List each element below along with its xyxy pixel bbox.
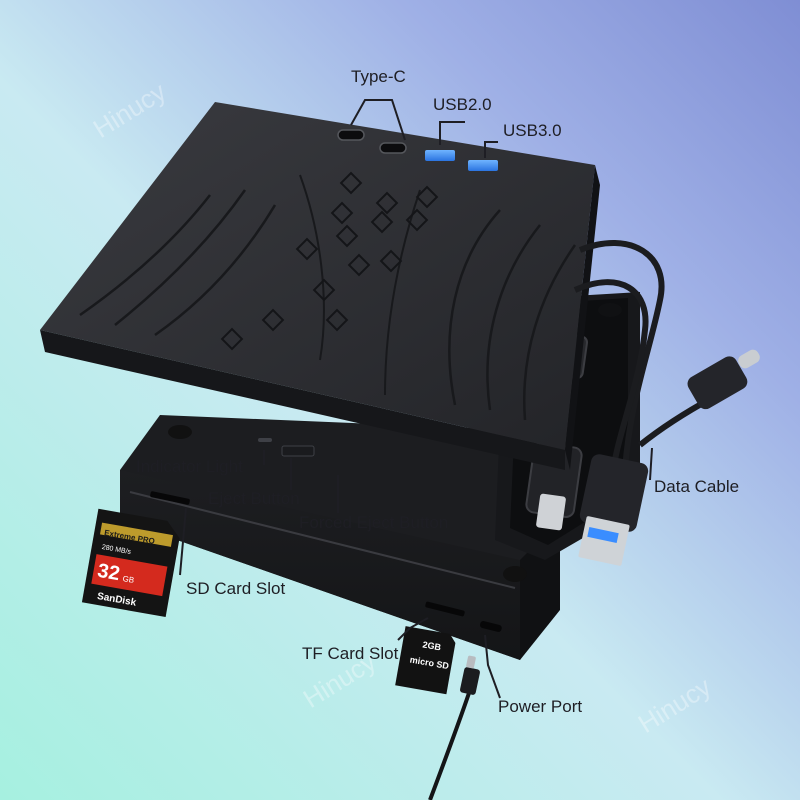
label-usb2: USB2.0 bbox=[433, 95, 492, 114]
callout-lines bbox=[179, 99, 653, 699]
micro-sd-card bbox=[395, 626, 456, 695]
label-type-c: Type-C bbox=[351, 67, 406, 86]
power-port bbox=[479, 621, 502, 632]
type-c-port-1 bbox=[337, 129, 365, 141]
label-power-port: Power Port bbox=[498, 697, 583, 716]
label-usb3: USB3.0 bbox=[503, 121, 562, 140]
usb-a-connector bbox=[579, 454, 649, 532]
sd-card-unit: GB bbox=[122, 574, 135, 585]
tf-card-slot bbox=[425, 601, 465, 617]
micro-sd-capacity: 2GB bbox=[422, 639, 442, 652]
label-eject-button: Eject Button bbox=[208, 489, 300, 508]
sd-card-slot bbox=[150, 491, 190, 505]
drive-top-lid bbox=[40, 102, 600, 470]
drive-base bbox=[120, 415, 560, 660]
sd-card-capacity: 32 bbox=[96, 560, 122, 586]
power-cable bbox=[428, 655, 480, 800]
data-cable bbox=[573, 240, 760, 566]
label-tf-card-slot: TF Card Slot bbox=[302, 644, 399, 663]
label-indicator-light: Indicator Light bbox=[136, 457, 243, 476]
usb3-port bbox=[468, 160, 498, 171]
type-c-port-2 bbox=[379, 142, 407, 154]
label-sd-card-slot: SD Card Slot bbox=[186, 579, 286, 598]
usb-c-connector bbox=[687, 356, 748, 410]
indicator-light bbox=[258, 438, 272, 442]
label-data-cable: Data Cable bbox=[654, 477, 740, 496]
sd-card bbox=[81, 508, 180, 618]
label-forced-eject-button: Forced Eject Button bbox=[299, 513, 449, 532]
eject-button bbox=[281, 445, 315, 457]
usb2-port bbox=[425, 150, 455, 161]
